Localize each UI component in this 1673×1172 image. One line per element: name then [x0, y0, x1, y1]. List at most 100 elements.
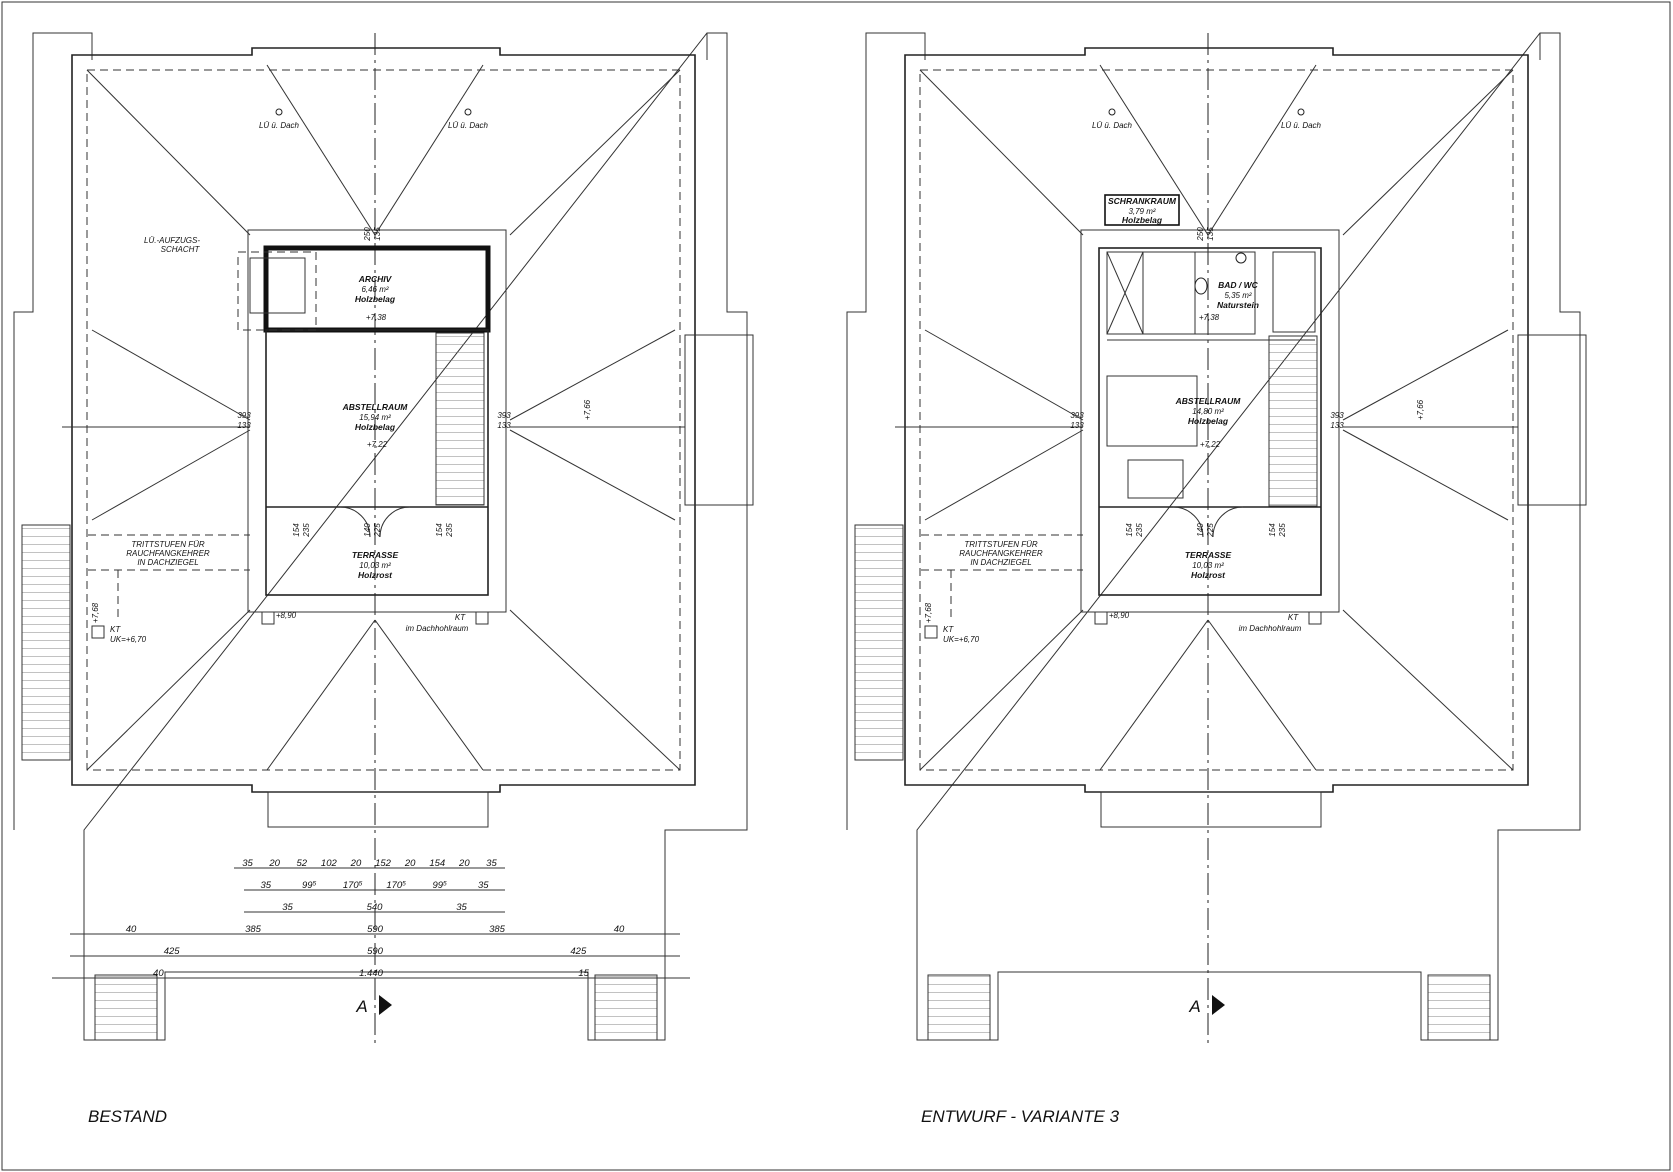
chimney-kt-left [261, 611, 275, 625]
exterior-stair-bottom-left [94, 974, 158, 1041]
section-arrow-icon [379, 995, 392, 1015]
washbasin-icon [1194, 277, 1208, 295]
roof-vent-label: LÜ ü. Dach [259, 121, 300, 130]
section-mark: A [1188, 997, 1200, 1016]
dimension-value: 35 [282, 902, 293, 913]
door-dim: 235 [1278, 523, 1287, 538]
building-outline [13, 32, 748, 1041]
chimney-kt-right [1308, 611, 1322, 625]
room-name: ABSTELLRAUM [342, 402, 409, 412]
plan-entwurf [846, 32, 1587, 1045]
kt-label: im Dachhohlraum [406, 624, 469, 633]
dimension-value: 40 [153, 968, 164, 979]
dimension-value: 35 [456, 902, 467, 913]
building-outline [846, 32, 1581, 1041]
roof-vent-label: LÜ ü. Dach [1092, 121, 1133, 130]
kt-label: UK=+6,70 [110, 635, 147, 644]
roof-vent-icon [275, 108, 283, 116]
door-dim: 225 [1206, 523, 1215, 538]
kt-label: KT [110, 625, 121, 634]
door-swing-left [339, 506, 371, 538]
shaft-label: SCHACHT [161, 245, 201, 254]
wall-dim: 133 [237, 421, 251, 430]
kt-label: KT [1288, 613, 1299, 622]
door-dim: 235 [302, 523, 311, 538]
wall-dim: 133 [1330, 421, 1344, 430]
door-dim: 235 [1135, 523, 1144, 538]
dimension-value: 40 [126, 924, 137, 935]
wall-dim: 393 [1330, 411, 1344, 420]
door-swing-right [379, 506, 411, 538]
wall-dim: 393 [497, 411, 511, 420]
wall-dim: 135 [1206, 227, 1215, 241]
staircase [435, 332, 485, 506]
step-path [921, 534, 1083, 620]
roof-vent-icon [1297, 108, 1305, 116]
room-floor: Holzbelag [355, 422, 396, 432]
roof-outline [904, 47, 1529, 793]
dimension-value: 170⁵ [386, 880, 406, 891]
wall-dim: 133 [497, 421, 511, 430]
room-floor: Naturstein [1217, 300, 1259, 310]
level-mark: +7,68 [91, 602, 100, 623]
door-dim: 235 [445, 523, 454, 538]
dimension-value: 40 [614, 924, 625, 935]
dimension-value: 425 [570, 946, 587, 957]
room-floor: Holzrost [1191, 570, 1226, 580]
step-note: IN DACHZIEGEL [970, 558, 1031, 567]
wall-dim: 393 [237, 411, 251, 420]
door-dim: 140 [1196, 523, 1205, 537]
room-name: ABSTELLRAUM [1175, 396, 1242, 406]
room-area: 10,03 m² [1192, 561, 1224, 570]
exterior-stair-bottom-left [927, 974, 991, 1041]
room-name: TERRASSE [1185, 550, 1232, 560]
staircase [1268, 335, 1318, 507]
dimension-value: 20 [458, 858, 470, 869]
level-mark: +7,22 [1200, 440, 1221, 449]
dimension-value: 102 [321, 858, 338, 869]
dimension-value: 425 [164, 946, 181, 957]
level-mark: +7,66 [583, 399, 592, 420]
lift-shaft-inner [249, 257, 306, 314]
main-walls [1098, 247, 1322, 596]
door-dim: 154 [292, 523, 301, 537]
dimension-value: 170⁵ [343, 880, 363, 891]
room-area: 6,46 m² [361, 285, 388, 294]
wall-dim: 135 [373, 227, 382, 241]
schrankraum-label-box [1104, 194, 1180, 226]
room-area: 5,35 m² [1224, 291, 1251, 300]
level-mark: +7,38 [366, 313, 387, 322]
exterior-stair-left [21, 524, 71, 761]
door-swing-left [1172, 506, 1204, 538]
roof-vent-label: LÜ ü. Dach [1281, 121, 1322, 130]
room-area: 14,80 m² [1192, 407, 1224, 416]
dimension-value: 154 [429, 858, 445, 869]
dormer-right [684, 334, 754, 506]
step-note: RAUCHFANGKEHRER [126, 549, 210, 558]
roof-hips [62, 64, 685, 771]
step-path [88, 534, 250, 620]
door-dim: 154 [435, 523, 444, 537]
balcony [1100, 791, 1322, 828]
room-floor: Holzrost [358, 570, 393, 580]
roof-vent-label: LÜ ü. Dach [448, 121, 489, 130]
room-name: ARCHIV [358, 274, 393, 284]
eaves-line [919, 69, 1514, 771]
dimension-value: 590 [367, 924, 384, 935]
dimension-value: 20 [268, 858, 280, 869]
section-mark: A [355, 997, 367, 1016]
dimension-value: 1.440 [359, 968, 383, 979]
level-mark: +7,38 [1199, 313, 1220, 322]
room-floor: Holzbelag [355, 294, 396, 304]
kt-label: KT [455, 613, 466, 622]
main-walls [265, 329, 489, 596]
lift-shaft [237, 251, 317, 331]
exterior-stair-left [854, 524, 904, 761]
wall-dim: 250 [363, 227, 372, 242]
chimney-kt-left [1094, 611, 1108, 625]
step-note: TRITTSTUFEN FÜR [964, 540, 1038, 549]
roof-vent-icon [464, 108, 472, 116]
wall-dim: 133 [1070, 421, 1084, 430]
dimension-value: 99⁵ [302, 880, 317, 891]
room-floor: Holzbelag [1188, 416, 1229, 426]
